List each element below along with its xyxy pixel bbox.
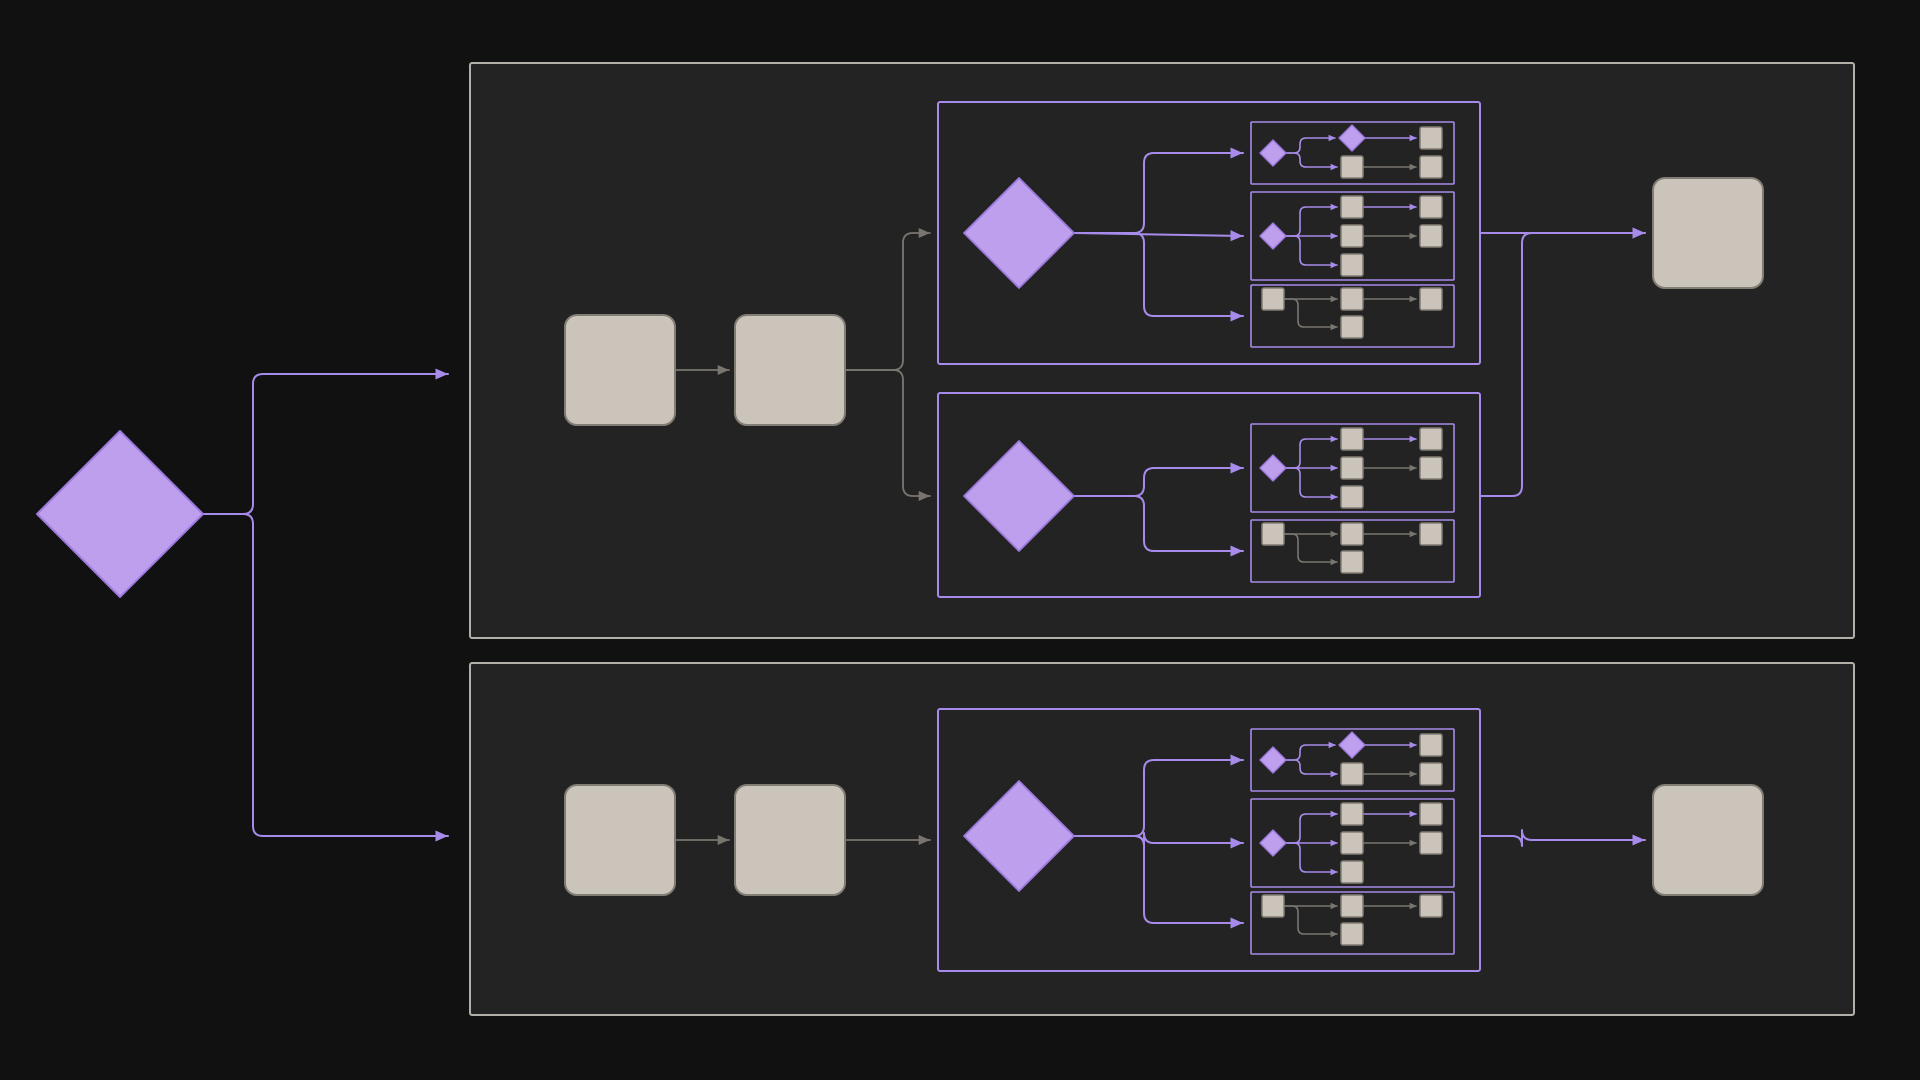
subnode-square-top-g2-sub-2-n2 xyxy=(1340,522,1364,546)
subnode-square-top-g1-sub-2-n2 xyxy=(1340,195,1364,219)
root-decision-diamond xyxy=(36,430,204,598)
subnode-square-top-g1-sub-1-n4 xyxy=(1419,126,1443,150)
subnode-square-top-g2-sub-2-n4 xyxy=(1419,522,1443,546)
subnode-square-top-g1-sub-1-n5 xyxy=(1419,155,1443,179)
subnode-square-top-g2-sub-2-n1 xyxy=(1261,522,1285,546)
subnode-edge-top-g1-sub-3-2 xyxy=(1283,298,1338,331)
subgroup-box-top-g1-sub-2[interactable] xyxy=(1250,191,1455,281)
group-to-subgroup-edge-top-g1-sub-1 xyxy=(1073,147,1244,234)
subnode-square-bot-g1-sub-2-n6 xyxy=(1419,831,1443,855)
subnode-diamond-bot-g1-sub-2-n1 xyxy=(1259,829,1287,857)
nodes-layer xyxy=(36,124,1764,946)
group-to-subgroup-edge-top-g2-sub-1 xyxy=(1073,462,1244,497)
group-to-output-edge-top-group-2 xyxy=(1479,227,1646,497)
subnode-edge-top-g2-sub-2-2 xyxy=(1283,533,1338,566)
subgroup-box-top-g2-sub-2[interactable] xyxy=(1250,519,1455,583)
stage-to-group-edge-top-group-2 xyxy=(844,369,931,502)
subnode-square-bot-g1-sub-3-n1 xyxy=(1261,894,1285,918)
subnode-square-top-g2-sub-1-n3 xyxy=(1340,456,1364,480)
subnode-square-top-g1-sub-3-n1 xyxy=(1261,287,1285,311)
group-decision-diamond-top-group-2 xyxy=(963,440,1075,552)
subnode-square-top-g2-sub-1-n4 xyxy=(1340,485,1364,509)
subgroup-box-top-g2-sub-1[interactable] xyxy=(1250,423,1455,513)
group-box-bot-group-1[interactable] xyxy=(937,708,1481,972)
subnode-square-top-g1-sub-2-n6 xyxy=(1419,224,1443,248)
subnode-square-top-g2-sub-2-n3 xyxy=(1340,550,1364,574)
subnode-square-top-g1-sub-3-n3 xyxy=(1340,315,1364,339)
group-decision-diamond-bot-group-1 xyxy=(963,780,1075,892)
root-branch-edge-1 xyxy=(202,368,449,515)
group-to-subgroup-edge-bot-g1-sub-1 xyxy=(1073,754,1244,837)
subgroup-box-top-g1-sub-1[interactable] xyxy=(1250,121,1455,185)
group-decision-diamond-top-group-1 xyxy=(963,177,1075,289)
stage-node-top-stage-b[interactable] xyxy=(734,314,846,426)
subnode-edge-top-g2-sub-1-3 xyxy=(1285,467,1338,501)
container-container-bottom[interactable] xyxy=(469,662,1855,1016)
subgroup-box-bot-g1-sub-1[interactable] xyxy=(1250,728,1455,792)
group-to-subgroup-edge-top-g1-sub-3 xyxy=(1073,232,1244,322)
subnode-square-bot-g1-sub-3-n4 xyxy=(1419,894,1443,918)
subnode-diamond-top-g1-sub-1-n1 xyxy=(1259,139,1287,167)
root-branch-edge-2 xyxy=(202,513,449,842)
group-to-subgroup-edge-bot-g1-sub-3 xyxy=(1073,835,1244,929)
subnode-square-bot-g1-sub-3-n3 xyxy=(1340,922,1364,946)
stage-to-group-edge-top-group-1 xyxy=(844,227,931,371)
subnode-edge-top-g1-sub-1-2 xyxy=(1285,152,1338,171)
subnode-square-bot-g1-sub-1-n5 xyxy=(1419,762,1443,786)
subgroup-box-bot-g1-sub-2[interactable] xyxy=(1250,798,1455,888)
edges-layer xyxy=(202,134,1646,938)
group-to-output-edge-bot-group-1 xyxy=(1479,829,1646,847)
containers-layer xyxy=(469,62,1855,1016)
subnode-edge-bot-g1-sub-3-2 xyxy=(1283,905,1338,938)
container-container-top[interactable] xyxy=(469,62,1855,639)
output-node-bot-output[interactable] xyxy=(1652,784,1764,896)
subnode-square-bot-g1-sub-3-n2 xyxy=(1340,894,1364,918)
subnode-diamond-top-g1-sub-1-n2 xyxy=(1338,124,1366,152)
stage-node-top-stage-a[interactable] xyxy=(564,314,676,426)
subnode-diamond-bot-g1-sub-1-n2 xyxy=(1338,731,1366,759)
subnode-square-bot-g1-sub-2-n3 xyxy=(1340,831,1364,855)
subnode-square-top-g1-sub-1-n3 xyxy=(1340,155,1364,179)
subgroup-box-top-g1-sub-3[interactable] xyxy=(1250,284,1455,348)
subnode-square-top-g1-sub-2-n4 xyxy=(1340,253,1364,277)
stage-node-bot-stage-b[interactable] xyxy=(734,784,846,896)
subnode-diamond-top-g2-sub-1-n1 xyxy=(1259,454,1287,482)
output-node-top-output[interactable] xyxy=(1652,177,1764,289)
subnode-diamond-bot-g1-sub-1-n1 xyxy=(1259,746,1287,774)
subnode-square-top-g2-sub-1-n5 xyxy=(1419,427,1443,451)
subnode-square-top-g1-sub-3-n4 xyxy=(1419,287,1443,311)
group-to-subgroup-edge-top-g2-sub-2 xyxy=(1073,495,1244,557)
subnode-square-top-g2-sub-1-n2 xyxy=(1340,427,1364,451)
subnode-square-top-g1-sub-2-n5 xyxy=(1419,195,1443,219)
subnode-edge-bot-g1-sub-2-3 xyxy=(1285,842,1338,876)
subnode-edge-bot-g1-sub-1-2 xyxy=(1285,759,1338,778)
stage-node-bot-stage-a[interactable] xyxy=(564,784,676,896)
subnode-diamond-top-g1-sub-2-n1 xyxy=(1259,222,1287,250)
subnode-square-bot-g1-sub-2-n4 xyxy=(1340,860,1364,884)
subnode-square-top-g1-sub-2-n3 xyxy=(1340,224,1364,248)
subnode-square-top-g1-sub-3-n2 xyxy=(1340,287,1364,311)
subnode-square-top-g2-sub-1-n6 xyxy=(1419,456,1443,480)
subnode-square-bot-g1-sub-1-n4 xyxy=(1419,733,1443,757)
subnode-square-bot-g1-sub-2-n5 xyxy=(1419,802,1443,826)
subnode-square-bot-g1-sub-2-n2 xyxy=(1340,802,1364,826)
subnode-square-bot-g1-sub-1-n3 xyxy=(1340,762,1364,786)
subnode-edge-top-g1-sub-2-3 xyxy=(1285,235,1338,269)
subgroup-box-bot-g1-sub-3[interactable] xyxy=(1250,891,1455,955)
